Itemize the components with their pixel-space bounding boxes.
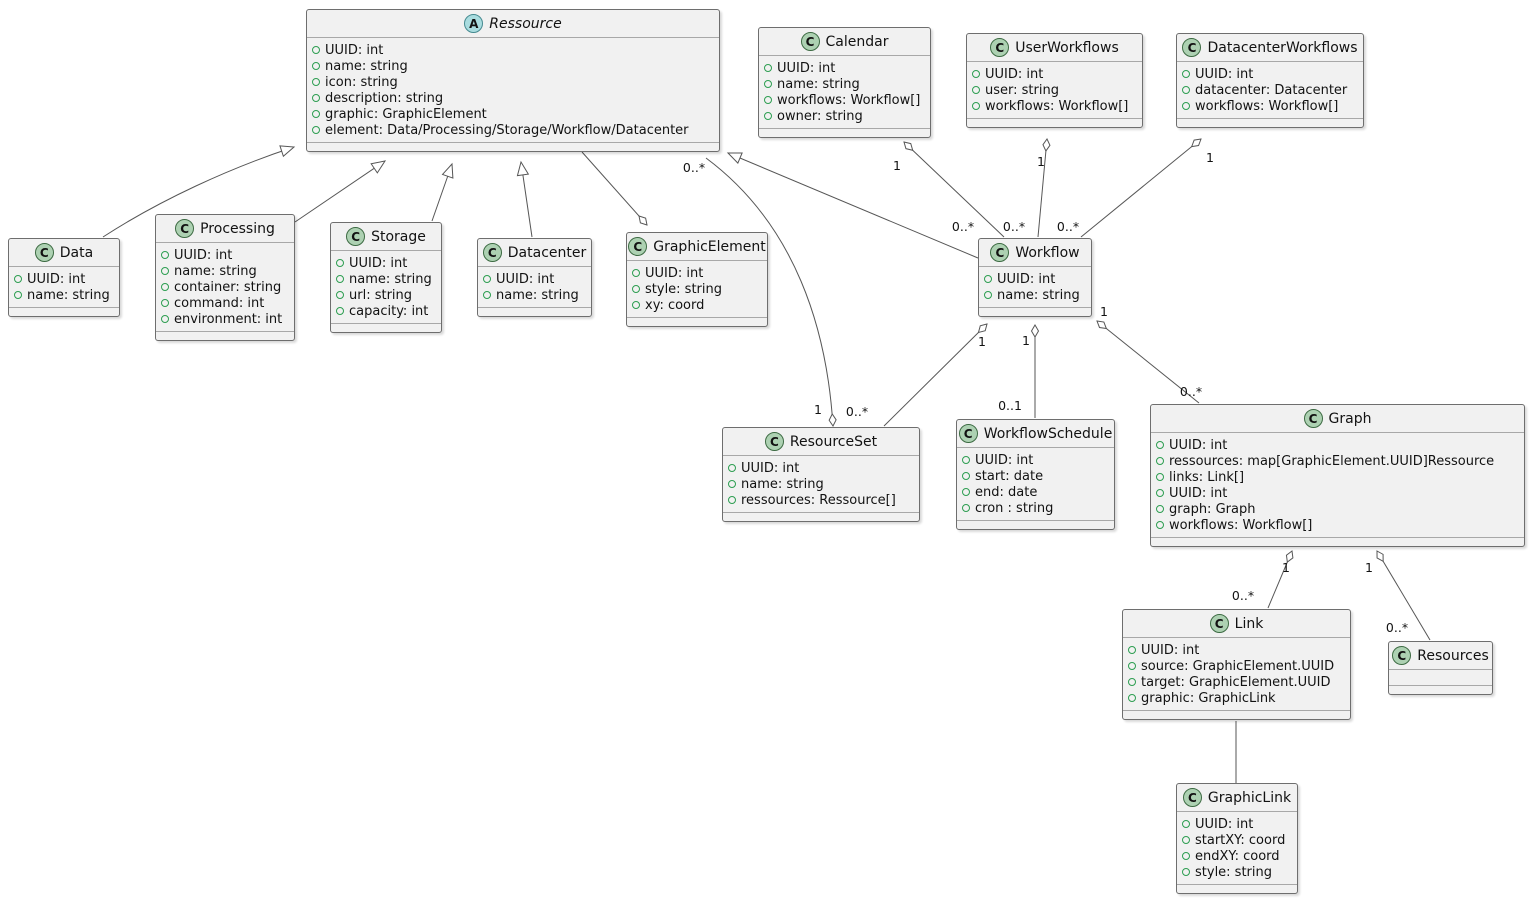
edge-userworkflows-has-workflows bbox=[1037, 138, 1051, 238]
multiplicity-label: 0..* bbox=[846, 404, 868, 419]
multiplicity-label: 0..* bbox=[1003, 219, 1025, 234]
multiplicity-label: 1 bbox=[1100, 304, 1108, 319]
edge-workflow-extends-ressource bbox=[726, 152, 979, 259]
multiplicity-label: 1 bbox=[978, 334, 986, 349]
multiplicity-label: 1 bbox=[893, 158, 901, 173]
multiplicity-label: 1 bbox=[1022, 333, 1030, 348]
edge-workflow-has-graph bbox=[1096, 320, 1200, 404]
multiplicity-label: 1 bbox=[1037, 154, 1045, 169]
edge-datacenter-extends-ressource bbox=[516, 160, 533, 238]
multiplicity-label: 1 bbox=[1365, 560, 1373, 575]
multiplicity-label: 0..1 bbox=[998, 398, 1022, 413]
edge-graph-has-links bbox=[1267, 550, 1294, 609]
multiplicity-label: 1 bbox=[1282, 560, 1290, 575]
multiplicity-label: 1 bbox=[814, 402, 822, 417]
edge-workflow-has-resourcesets bbox=[883, 323, 988, 427]
edge-datacenterworkflows-has-workflows bbox=[1080, 138, 1202, 238]
multiplicity-label: 0..* bbox=[1386, 620, 1408, 635]
multiplicity-label: 1 bbox=[1206, 150, 1214, 165]
edge-graph-has-resources bbox=[1376, 550, 1431, 641]
multiplicity-label: 0..* bbox=[683, 160, 705, 175]
edge-graphicelement-has-ressource bbox=[581, 151, 648, 226]
edge-processing-extends-ressource bbox=[294, 160, 387, 223]
edge-calendar-has-workflows bbox=[903, 141, 1005, 238]
edge-storage-extends-ressource bbox=[431, 162, 454, 222]
multiplicity-label: 0..* bbox=[1180, 384, 1202, 399]
multiplicity-label: 0..* bbox=[952, 219, 974, 234]
edge-data-extends-ressource bbox=[102, 145, 296, 238]
multiplicity-label: 0..* bbox=[1232, 588, 1254, 603]
multiplicity-label: 0..* bbox=[1057, 219, 1079, 234]
edge-resourceset-has-ressources bbox=[705, 157, 837, 427]
